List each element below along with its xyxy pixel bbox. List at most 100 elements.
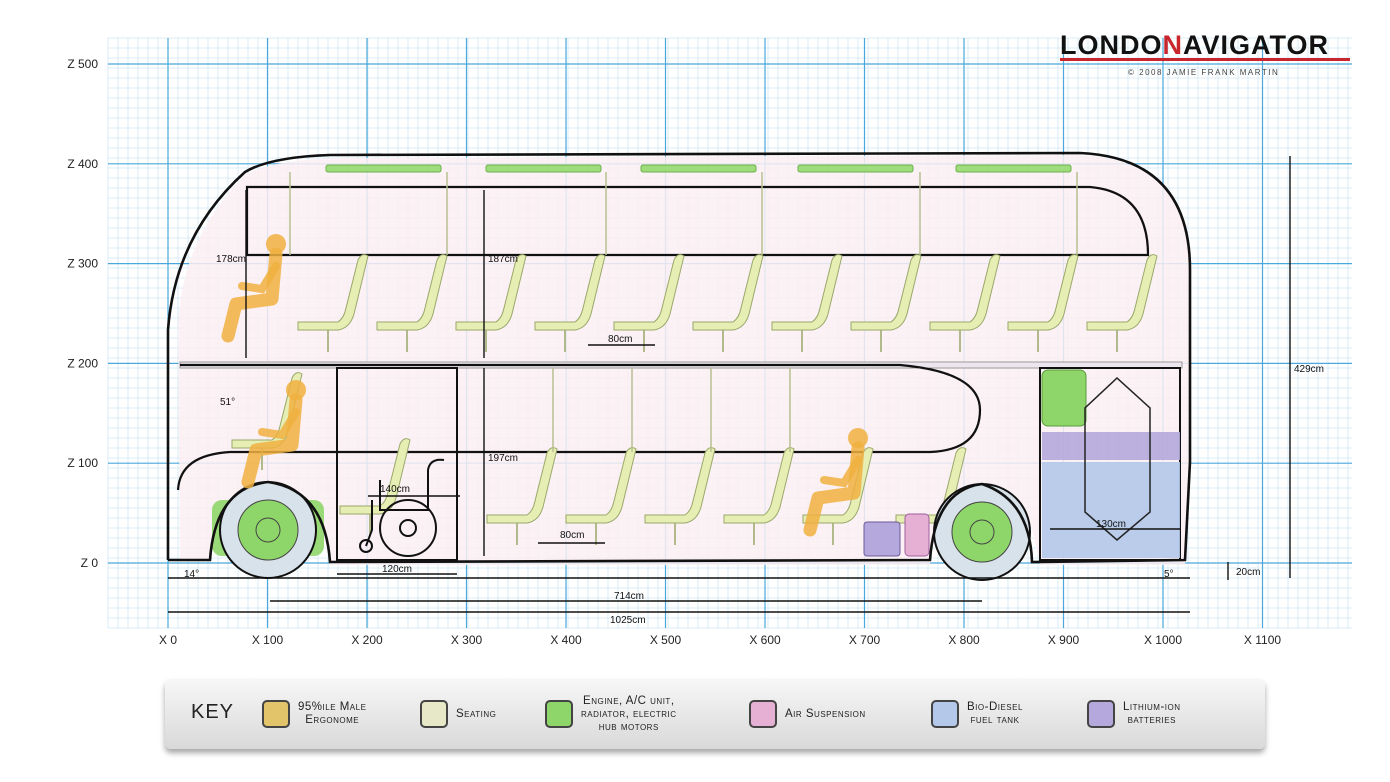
dim-wheelchair-bay: 120cm (382, 564, 412, 575)
seat (929, 254, 1001, 331)
dim-wheelchair-width: 140cm (380, 484, 410, 495)
seat (486, 447, 558, 524)
ergonome-arm (820, 456, 862, 488)
x-axis-label: X 1000 (1144, 633, 1182, 647)
seat (692, 254, 764, 331)
x-axis-label: X 300 (451, 633, 483, 647)
bus-outline (166, 151, 1192, 564)
key-swatch (749, 700, 777, 728)
x-axis-label: X 0 (159, 633, 177, 647)
brand-copyright: © 2008 JAMIE FRANK MARTIN (1128, 68, 1280, 77)
seat (297, 254, 369, 331)
key-item-fuel-tank: Bio-Diesel fuel tank (931, 697, 1023, 731)
x-axis-label: X 900 (1048, 633, 1080, 647)
axis-labels: X 0 X 100 X 200 X 300 X 400 X 500 X 600 X 700 X … (67, 57, 1281, 647)
ergonome-head (286, 380, 306, 400)
key-item-label: Engine, A/C unit, radiator, electric hub… (581, 694, 677, 733)
lower-deck-ceiling (176, 363, 982, 491)
dimension-labels: 178cm 187cm 197cm 80cm 80cm 140cm 120cm … (184, 254, 1324, 626)
roof-windows (325, 164, 1072, 173)
key-item-label: Lithium-ion batteries (1123, 701, 1181, 726)
key-item-suspension: Air Suspension (749, 697, 866, 731)
dim-lower-seat-pitch: 80cm (560, 530, 584, 541)
dim-lower-height: 197cm (488, 453, 518, 464)
rear-pole-frame (1084, 376, 1151, 541)
key-item-ergonome: 95%ile Male Ergonome (262, 697, 366, 731)
key-swatch (931, 700, 959, 728)
dim-upper-seat-pitch: 80cm (608, 334, 632, 345)
x-axis-label: X 100 (252, 633, 284, 647)
seat (850, 254, 922, 331)
dim-upper-headroom: 178cm (216, 254, 246, 265)
dim-overall-height: 429cm (1294, 364, 1324, 375)
ergonome-head (848, 428, 868, 448)
seat (613, 254, 685, 331)
key-title: KEY (191, 701, 235, 723)
z-axis-label: Z 100 (67, 456, 98, 470)
x-axis-label: X 600 (749, 633, 781, 647)
brand-block: LONDONAVIGATOR © 2008 JAMIE FRANK MARTIN (1060, 30, 1360, 77)
seat (1007, 254, 1079, 331)
rear-wheel (933, 483, 1031, 581)
key-item-batteries: Lithium-ion batteries (1087, 697, 1181, 731)
x-axis-label: X 400 (550, 633, 582, 647)
seat (644, 447, 716, 524)
key-item-label: 95%ile Male Ergonome (298, 701, 367, 726)
key-panel: KEY 95%ile Male Ergonome Seating Engine,… (165, 679, 1265, 749)
rear-engine (1041, 369, 1087, 427)
dim-front-angle: 14° (184, 569, 199, 580)
x-axis-label: X 500 (650, 633, 682, 647)
key-swatch (545, 700, 573, 728)
ergonomes (221, 234, 868, 537)
key-item-label: Seating (456, 707, 497, 720)
x-axis-label: X 700 (849, 633, 881, 647)
dimension-lines (168, 156, 1291, 613)
seat (534, 254, 606, 331)
dim-overall-length: 1025cm (610, 615, 646, 626)
dim-upper-height: 187cm (488, 254, 518, 265)
dim-rear-angle: 5° (1164, 569, 1174, 580)
key-item-seating: Seating (420, 697, 496, 731)
dim-wheelbase: 714cm (614, 591, 644, 602)
z-axis-label: Z 300 (67, 257, 98, 271)
key-item-label: Bio-Diesel fuel tank (967, 701, 1023, 726)
grab-poles (289, 172, 1078, 452)
bus-body-fill (178, 155, 1190, 565)
seat (376, 254, 448, 331)
dim-fuel-tank-width: 130cm (1096, 519, 1126, 530)
seating (231, 254, 1158, 545)
upper-deck-ceiling (245, 185, 1150, 257)
ergonome-arm (258, 408, 300, 440)
front-wheel (219, 481, 317, 579)
key-item-engine: Engine, A/C unit, radiator, electric hub… (545, 694, 677, 733)
key-swatch (262, 700, 290, 728)
battery-pack-upper (1042, 432, 1180, 460)
x-axis-label: X 800 (948, 633, 980, 647)
ergonome-head (266, 234, 286, 254)
x-axis-label: X 200 (351, 633, 383, 647)
x-axis-label: X 1100 (1244, 633, 1281, 647)
z-axis-label: Z 500 (67, 57, 98, 71)
z-axis-label: Z 0 (81, 556, 99, 570)
dim-windscreen-angle: 51° (220, 397, 235, 408)
key-item-label: Air Suspension (785, 707, 866, 720)
seat (771, 254, 843, 331)
seat (723, 447, 795, 524)
brand-rule (1060, 58, 1350, 61)
luggage-case (904, 513, 930, 557)
z-axis-label: Z 400 (67, 157, 98, 171)
wheelchair-bay (336, 367, 458, 561)
key-swatch (420, 700, 448, 728)
fuel-tank (1042, 462, 1180, 558)
seat (339, 438, 411, 515)
z-axis-label: Z 200 (67, 356, 98, 370)
seat (802, 447, 874, 524)
battery-box (863, 521, 901, 557)
dim-ground-clearance: 20cm (1236, 567, 1260, 578)
ergonome-arm (238, 262, 280, 294)
seat (565, 447, 637, 524)
wheelchair-icon (359, 458, 445, 557)
brand-logo: LONDONAVIGATOR (1060, 30, 1330, 60)
seat (1086, 254, 1158, 331)
